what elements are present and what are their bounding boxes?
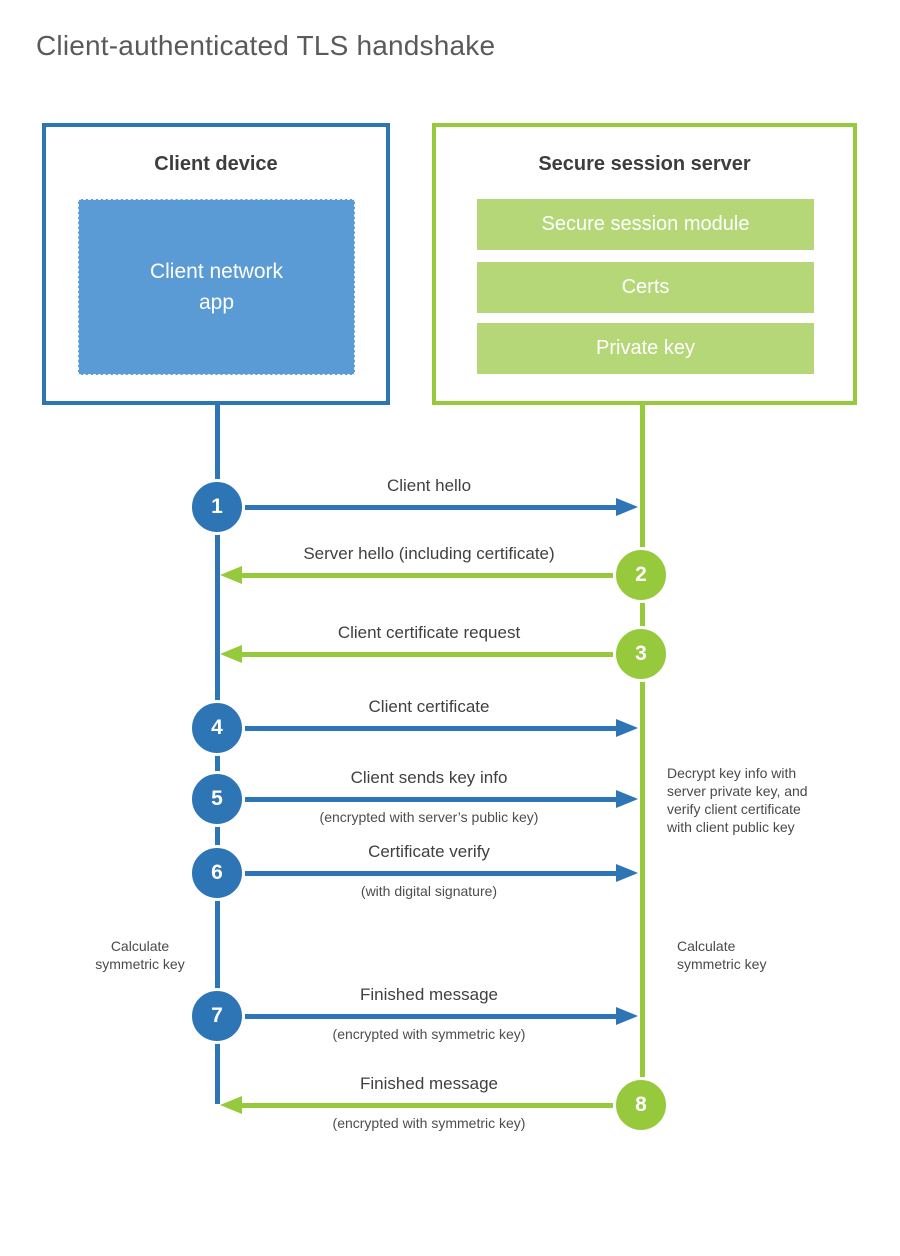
step-number: 1	[211, 495, 223, 518]
step-badge: 7	[189, 988, 245, 1044]
client-network-app-box: Client network app	[78, 199, 355, 375]
server-decrypt-key-info-note: Decrypt key info with server private key…	[667, 765, 808, 835]
client-device-box: Client device Client network app	[42, 123, 390, 405]
step-sublabel: (encrypted with symmetric key)	[332, 1026, 526, 1042]
step-number: 7	[211, 1004, 223, 1027]
step-badge: 5	[189, 771, 245, 827]
server-lifeline	[640, 405, 645, 1105]
step-number: 8	[635, 1093, 647, 1116]
arrow-right-icon	[616, 719, 638, 737]
step-label: Server hello (including certificate)	[303, 544, 555, 563]
server-module-private-key: Private key	[477, 323, 814, 374]
arrow-shaft	[242, 1102, 613, 1108]
step-label: Client hello	[386, 476, 472, 495]
step-badge: 6	[189, 845, 245, 901]
step-number: 3	[635, 642, 647, 665]
step-sublabel: (encrypted with server’s public key)	[319, 809, 539, 825]
arrow-shaft	[245, 870, 616, 876]
step-label: Finished message	[360, 985, 498, 1004]
arrow-shaft	[242, 572, 613, 578]
step-badge: 4	[189, 700, 245, 756]
step-number: 5	[211, 787, 223, 810]
step-badge: 2	[613, 547, 669, 603]
arrow-left-icon	[220, 645, 242, 663]
arrow-right-icon	[616, 864, 638, 882]
client-calculate-symmetric-key-note: Calculate symmetric key	[95, 938, 185, 972]
arrow-left-icon	[220, 1096, 242, 1114]
arrow-shaft	[245, 1013, 616, 1019]
arrow-right-icon	[616, 790, 638, 808]
step-label: Client certificate request	[337, 623, 521, 642]
server-module-certs: Certs	[477, 262, 814, 313]
arrow-shaft	[245, 725, 616, 731]
step-label: Certificate verify	[368, 842, 490, 861]
step-sublabel: (with digital signature)	[360, 883, 498, 899]
secure-session-server-box: Secure session server Secure session mod…	[432, 123, 857, 405]
step-label: Client certificate	[368, 697, 490, 716]
arrow-right-icon	[616, 1007, 638, 1025]
arrow-shaft	[242, 651, 613, 657]
step-number: 6	[211, 861, 223, 884]
step-badge: 3	[613, 626, 669, 682]
arrow-left-icon	[220, 566, 242, 584]
server-calculate-symmetric-key-note: Calculate symmetric key	[677, 938, 767, 972]
step-label: Finished message	[360, 1074, 498, 1093]
step-label: Client sends key info	[350, 768, 508, 787]
step-sublabel: (encrypted with symmetric key)	[332, 1115, 526, 1131]
step-number: 4	[211, 716, 223, 739]
step-number: 2	[635, 563, 647, 586]
arrow-shaft	[245, 796, 616, 802]
step-badge: 1	[189, 479, 245, 535]
server-module-secure-session: Secure session module	[477, 199, 814, 250]
arrow-right-icon	[616, 498, 638, 516]
step-badge: 8	[613, 1077, 669, 1133]
arrow-shaft	[245, 504, 616, 510]
page-title: Client-authenticated TLS handshake	[36, 30, 496, 61]
server-title: Secure session server	[538, 153, 751, 175]
client-device-title: Client device	[154, 153, 278, 175]
